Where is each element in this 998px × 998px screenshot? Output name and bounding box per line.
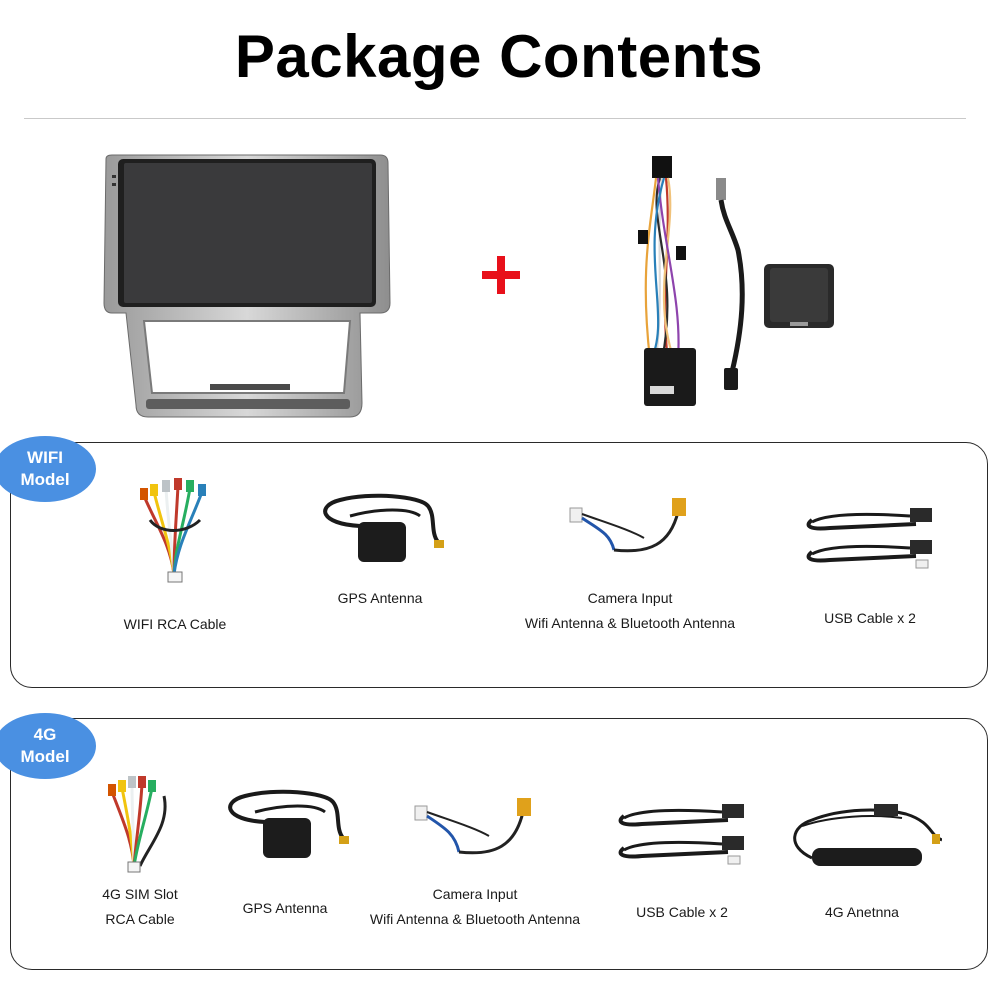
badge-line: Model bbox=[20, 470, 70, 489]
badge-line: WIFI bbox=[27, 448, 63, 467]
badge-line: Model bbox=[20, 747, 70, 766]
item-4g-usb-cable: USB Cable x 2 bbox=[607, 796, 757, 925]
wiring-harness-image bbox=[638, 156, 834, 406]
gps-antenna-icon bbox=[323, 493, 444, 562]
item-4g-camera-input: Camera Input Wifi Antenna & Bluetooth An… bbox=[345, 796, 605, 932]
item-label: 4G SIM Slot bbox=[102, 886, 178, 902]
item-4g-antenna: 4G Anetnna bbox=[782, 796, 942, 925]
item-label: WIFI RCA Cable bbox=[123, 616, 227, 632]
item-wifi-gps-antenna: GPS Antenna bbox=[305, 486, 455, 611]
item-wifi-camera-input: Camera Input Wifi Antenna & Bluetooth An… bbox=[500, 494, 760, 636]
item-4g-gps-antenna: GPS Antenna bbox=[210, 784, 360, 921]
item-label: Camera Input bbox=[587, 590, 673, 606]
usb-cable-icon bbox=[618, 804, 744, 865]
item-label: Wifi Antenna & Bluetooth Antenna bbox=[369, 911, 581, 927]
head-unit-image bbox=[103, 154, 391, 418]
4g-antenna-icon bbox=[793, 804, 942, 866]
item-label: USB Cable x 2 bbox=[636, 904, 728, 920]
rca-cable-icon bbox=[140, 478, 206, 583]
page-title: Package Contents bbox=[234, 23, 764, 90]
camera-cable-icon bbox=[569, 498, 686, 553]
wifi-model-badge: WIFI Model bbox=[0, 436, 96, 502]
badge-line: 4G bbox=[33, 725, 57, 744]
item-label: GPS Antenna bbox=[337, 590, 423, 606]
item-label: RCA Cable bbox=[105, 911, 175, 927]
item-4g-rca-cable: 4G SIM Slot RCA Cable bbox=[80, 774, 200, 932]
item-label: USB Cable x 2 bbox=[824, 610, 916, 626]
rca-cable-icon bbox=[108, 776, 167, 873]
item-label: 4G Anetnna bbox=[825, 904, 899, 920]
item-wifi-rca-cable: WIFI RCA Cable bbox=[105, 474, 245, 637]
item-label: Wifi Antenna & Bluetooth Antenna bbox=[524, 615, 736, 631]
item-wifi-usb-cable: USB Cable x 2 bbox=[795, 500, 945, 631]
usb-cable-icon bbox=[806, 508, 932, 569]
4g-model-panel bbox=[10, 718, 988, 970]
plus-icon bbox=[482, 256, 520, 294]
gps-antenna-icon bbox=[228, 789, 349, 858]
title-divider bbox=[24, 118, 966, 119]
4g-model-badge: 4G Model bbox=[0, 713, 96, 779]
camera-cable-icon bbox=[414, 798, 531, 855]
item-label: GPS Antenna bbox=[242, 900, 328, 916]
item-label: Camera Input bbox=[432, 886, 518, 902]
